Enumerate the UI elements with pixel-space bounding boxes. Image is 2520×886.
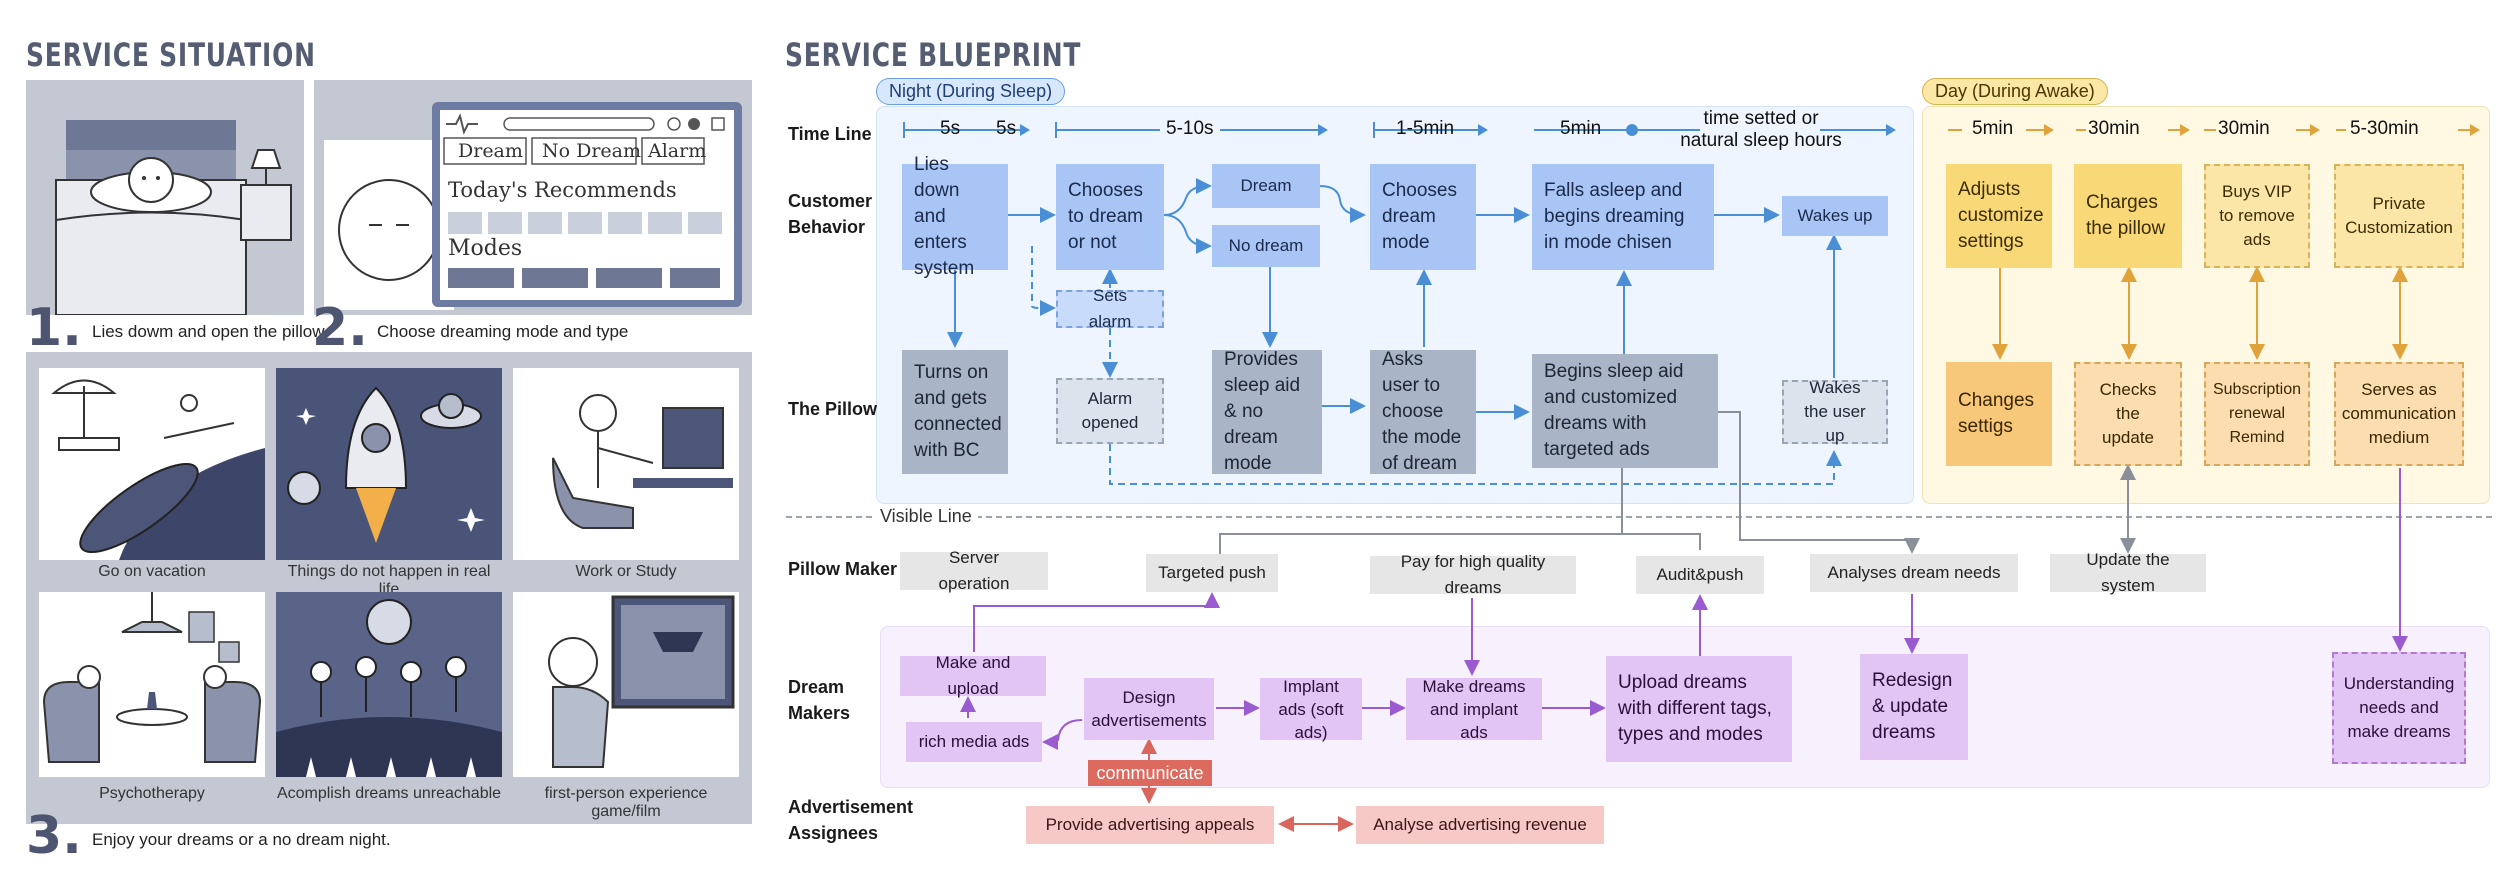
box-private: Private Customization: [2334, 164, 2464, 268]
box-analyses: Analyses dream needs: [1810, 554, 2018, 592]
box-targeted: Targeted push: [1146, 554, 1278, 592]
visible-line-label: Visible Line: [874, 506, 978, 527]
box-wakes-user: Wakes the user up: [1782, 378, 1888, 445]
box-charges: Charges the pillow: [2074, 164, 2182, 268]
app-tab-dream: Dream: [458, 140, 523, 162]
scene-3-panel: Go on vacation Things do not happen in r…: [26, 352, 752, 824]
scene-2-illustration: [324, 102, 742, 310]
box-communicate: communicate: [1088, 760, 1212, 786]
box-chooses-mode: Chooses dream mode: [1370, 164, 1476, 270]
step-2-number: 2.: [312, 298, 368, 358]
game-illustration: [548, 595, 735, 768]
scene-1-illustration: [55, 120, 292, 315]
step-3-number: 3.: [26, 806, 82, 866]
thumb-psychotherapy: [39, 592, 265, 777]
tl-sleep-hours-2: natural sleep hours: [1680, 130, 1842, 151]
row-label-dream-2: Makers: [788, 703, 851, 723]
box-alarm-opened: Alarm opened: [1056, 378, 1164, 444]
box-turns-on: Turns on and gets connected with BC: [902, 350, 1008, 474]
box-design: Design advertisements: [1084, 678, 1214, 740]
work-illustration: [552, 394, 733, 529]
row-label-maker: Pillow Maker: [788, 559, 898, 579]
row-label-dream-1: Dream: [788, 677, 845, 697]
box-analyse-revenue: Analyse advertising revenue: [1356, 806, 1604, 844]
box-serves: Serves as communication medium: [2334, 362, 2464, 466]
box-no-dream: No dream: [1212, 225, 1320, 267]
night-badge: Night (During Sleep): [876, 78, 1066, 105]
tl-5-10s: 5-10s: [1160, 118, 1220, 140]
tl-day-5min: 5min: [1972, 118, 2014, 139]
psychotherapy-illustration: [42, 592, 262, 763]
box-rich-media: rich media ads: [906, 722, 1042, 762]
row-label-pillow: The Pillow: [788, 399, 878, 419]
box-make-upload: Make and upload: [900, 653, 1046, 698]
thumb-game: [513, 592, 739, 777]
box-changes: Changes settigs: [1946, 362, 2052, 466]
box-checks: Checks the update: [2074, 362, 2182, 466]
box-lies-down: Lies down and enters system: [902, 154, 1008, 279]
situation-title: SERVICE SITUATION: [26, 36, 316, 74]
step-1-text: Lies dowm and open the pillow: [92, 322, 325, 341]
scene-1-panel: [26, 80, 304, 315]
app-modes: Modes: [448, 236, 523, 261]
row-label-timeline: Time Line: [788, 124, 872, 144]
thumb-caption-unreachable: Acomplish dreams unreachable: [276, 785, 502, 802]
tl-5s-b: 5s: [996, 118, 1017, 139]
box-adjusts: Adjusts customize settings: [1946, 164, 2052, 268]
thumb-caption-vacation: Go on vacation: [98, 563, 206, 580]
box-upload-dreams: Upload dreams with different tags, types…: [1606, 656, 1792, 762]
app-recommends: Today's Recommends: [448, 178, 677, 202]
visible-line: [786, 516, 2492, 518]
step-1-number: 1.: [26, 298, 82, 358]
step-3-text: Enjoy your dreams or a no dream night.: [92, 830, 391, 849]
box-asks: Asks user to choose the mode of dream: [1370, 349, 1476, 474]
thumb-vacation: [39, 368, 265, 560]
row-label-adv-2: Assignees: [788, 823, 879, 843]
vacation-illustration: [51, 379, 265, 560]
box-understanding: Understanding needs and make dreams: [2332, 652, 2466, 764]
row-label-customer-2: Behavior: [788, 217, 866, 237]
thumb-caption-game: first-person experience game/film: [544, 785, 708, 820]
box-audit: Audit&push: [1636, 556, 1764, 594]
thumb-caption-psychotherapy: Psychotherapy: [99, 785, 205, 802]
thumb-work: [513, 368, 739, 560]
day-badge: Day (During Awake): [1922, 78, 2108, 105]
box-pay: Pay for high quality dreams: [1370, 552, 1576, 597]
box-chooses: Chooses to dream or not: [1056, 164, 1164, 270]
box-subscription: Subscription renewal Remind: [2204, 362, 2310, 466]
box-update: Update the system: [2050, 550, 2206, 595]
box-make-dreams: Make dreams and implant ads: [1406, 677, 1542, 742]
rocket-illustration: [287, 386, 485, 543]
scene-2-panel: Dream No Dream Alarm Today's Recommends …: [314, 80, 752, 315]
box-server: Server operation: [900, 548, 1048, 593]
tl-day-5-30min: 5-30min: [2350, 118, 2419, 139]
step-2-text: Choose dreaming mode and type: [377, 322, 629, 341]
box-redesign: Redesign & update dreams: [1860, 654, 1968, 760]
box-begins: Begins sleep aid and customized dreams w…: [1532, 354, 1718, 468]
box-provides: Provides sleep aid & no dream mode: [1212, 349, 1322, 474]
app-tab-no-dream: No Dream: [542, 140, 642, 162]
row-label-customer-1: Customer: [788, 191, 873, 211]
box-buys-vip: Buys VIP to remove ads: [2204, 164, 2310, 268]
tl-5s-a: 5s: [940, 118, 961, 139]
thumb-caption-work: Work or Study: [575, 563, 677, 580]
tl-5min: 5min: [1560, 118, 1602, 139]
box-provide-appeals: Provide advertising appeals: [1026, 806, 1274, 844]
tl-1-5min: 1-5min: [1396, 118, 1455, 139]
box-wakes-up: Wakes up: [1782, 196, 1888, 236]
blueprint-title: SERVICE BLUEPRINT: [785, 36, 1082, 74]
thumb-unreal: [276, 368, 502, 560]
box-falls-asleep: Falls asleep and begins dreaming in mode…: [1532, 164, 1714, 270]
tl-day-30min-a: 30min: [2088, 118, 2140, 139]
box-implant: Implant ads (soft ads): [1260, 677, 1362, 742]
row-label-adv-1: Advertisement: [788, 797, 914, 817]
tl-day-30min-b: 30min: [2218, 118, 2270, 139]
box-dream: Dream: [1212, 164, 1320, 208]
app-tab-alarm: Alarm: [648, 140, 707, 162]
tl-sleep-hours-1: time setted or: [1703, 108, 1819, 129]
thumb-unreachable: [276, 592, 502, 777]
stage-illustration: [276, 599, 502, 777]
box-sets-alarm: Sets alarm: [1056, 286, 1164, 331]
